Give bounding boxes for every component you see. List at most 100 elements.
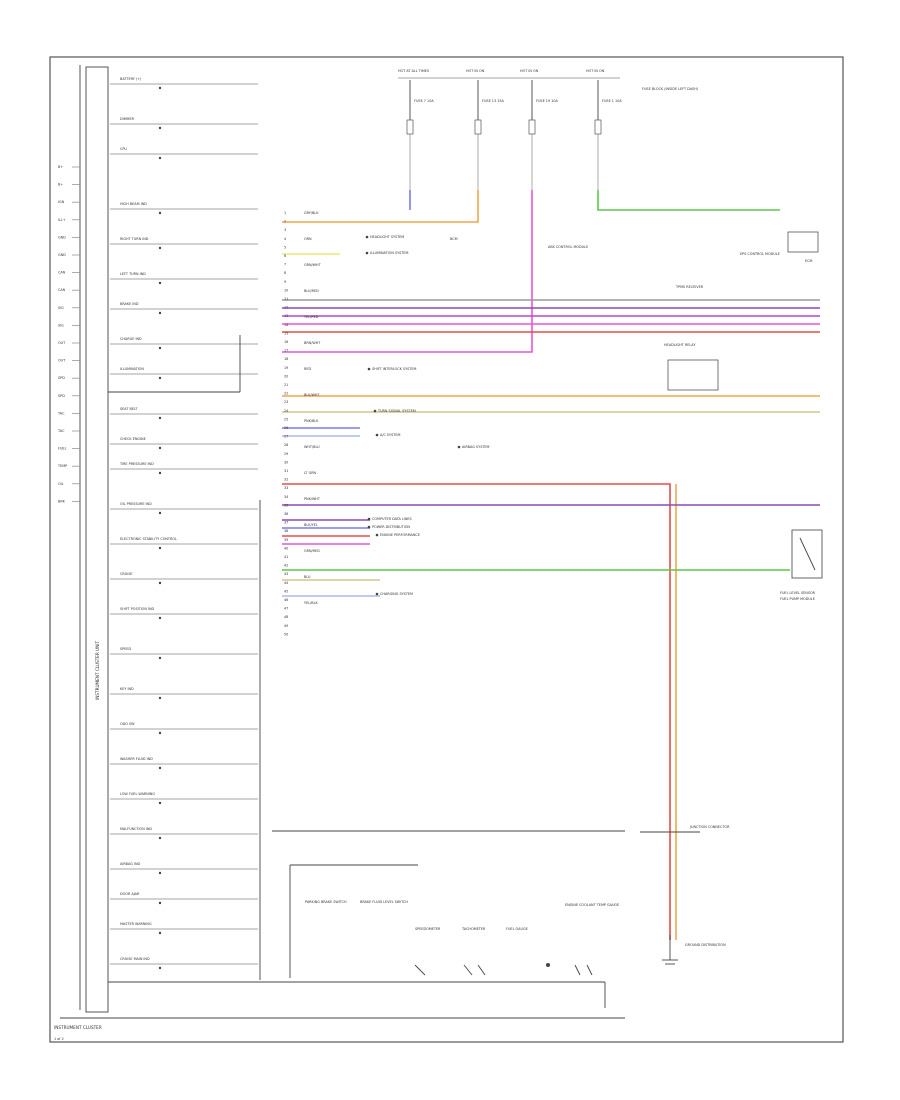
connector-pin-number: 43 <box>284 572 288 576</box>
wire-color-label: PNK/BLK <box>304 419 319 423</box>
destination-node <box>367 517 371 521</box>
wire-color-label: YEL/RED <box>304 315 319 319</box>
cluster-block-node <box>158 966 162 970</box>
connector-pin-number: 21 <box>284 383 288 387</box>
wire-color-label: BLK/WHT <box>304 393 320 397</box>
left-terminal-label: SPD <box>58 394 65 398</box>
fuel-pump-label: FUEL PUMP MODULE <box>780 597 815 601</box>
connector-pin-number: 38 <box>284 529 288 533</box>
cluster-block-label: DIMMER <box>120 117 135 121</box>
cluster-block-node <box>158 416 162 420</box>
relay-label: HEADLIGHT RELAY <box>664 343 696 347</box>
cluster-block-node <box>158 696 162 700</box>
connector-pin-number: 33 <box>284 486 288 490</box>
connector-pin-number: 17 <box>284 349 288 353</box>
connector-pin-number: 44 <box>284 581 288 585</box>
fuse-body <box>528 119 536 135</box>
connector-pin-number: 39 <box>284 538 288 542</box>
destination-node <box>375 592 379 596</box>
destination-node <box>367 525 371 529</box>
lower-switch-b: BRAKE FLUID LEVEL SWITCH <box>360 900 408 904</box>
wire-color-label: WHT/BLU <box>304 445 320 449</box>
junction-label: JUNCTION CONNECTOR <box>689 825 730 829</box>
cluster-block-node <box>158 126 162 130</box>
cluster-block-label: ODO SW <box>120 722 135 726</box>
destination-node <box>373 409 377 413</box>
connector-pin-number: 18 <box>284 357 288 361</box>
cluster-block-label: MALFUNCTION IND <box>120 827 152 831</box>
left-terminal-label: CAN <box>58 288 66 292</box>
cluster-block-label: TIRE PRESSURE IND <box>119 462 154 466</box>
connector-pin-number: 13 <box>284 314 288 318</box>
left-terminal-label: SIG <box>58 306 64 310</box>
bottom-a-label: SPEEDOMETER <box>415 927 441 931</box>
cluster-block-label: BRAKE IND <box>120 302 139 306</box>
junction-connector: JUNCTION CONNECTOR <box>640 825 730 833</box>
cluster-block-label: ILLUMINATION <box>120 367 144 371</box>
bottom-c-label: FUEL GAUGE <box>506 927 528 931</box>
connector-pin-number: 28 <box>284 443 288 447</box>
cluster-block-node <box>158 656 162 660</box>
connector-pin-number: 45 <box>284 589 288 593</box>
left-terminal-label: GND <box>58 235 66 239</box>
fuse-feed-label: HOT AT ALL TIMES <box>398 69 429 73</box>
fuse-feed-label: HOT IN ON <box>466 69 485 73</box>
destination-label: ILLUMINATION SYSTEM <box>370 251 409 255</box>
fuse-body <box>594 119 602 135</box>
connector-pin-number: 12 <box>284 306 288 310</box>
connector-pin-number: 36 <box>284 512 288 516</box>
lower-switch-group: PARKING BRAKE SWITCH BRAKE FLUID LEVEL S… <box>272 830 625 978</box>
cluster-block-node <box>158 246 162 250</box>
bcm-label: BCM <box>450 237 458 241</box>
cluster-block-node <box>158 86 162 90</box>
destination-node <box>375 433 379 437</box>
connector-pin-number: 1 <box>284 211 286 215</box>
cluster-block-label: CPU <box>120 147 127 151</box>
fuse-body <box>406 119 414 135</box>
destination-label: COMPUTER DATA LINES <box>372 517 412 521</box>
connector-pin-number: 41 <box>284 555 288 559</box>
destination-label: HEADLIGHT SYSTEM <box>370 235 404 239</box>
cluster-block-node <box>158 581 162 585</box>
connector-pin-number: 29 <box>284 452 288 456</box>
left-terminal-label: SIG <box>58 323 64 327</box>
cluster-block-node <box>158 376 162 380</box>
left-terminal-label: B+ <box>58 183 63 187</box>
connector-pin-number: 15 <box>284 331 288 335</box>
cluster-unit-label: INSTRUMENT CLUSTER UNIT <box>95 641 100 700</box>
connector-pin-number: 32 <box>284 478 288 482</box>
connector-pin-number: 3 <box>284 228 286 232</box>
fuse-feed-label: HOT IN ON <box>520 69 539 73</box>
cluster-block-node <box>158 616 162 620</box>
ground-label: GROUND DISTRIBUTION <box>685 943 726 947</box>
relay-group: HEADLIGHT RELAY <box>664 343 719 391</box>
cluster-block-label: CRUISE MAIN IND <box>120 957 150 961</box>
connector-pin-number: 11 <box>284 297 288 301</box>
left-terminal-label: OUT <box>58 359 66 363</box>
ground-symbol: GROUND DISTRIBUTION <box>662 935 726 965</box>
cluster-block-label: WASHER FLUID IND <box>120 757 153 761</box>
cluster-block-label: AIRBAG IND <box>120 862 141 866</box>
cluster-block-label: ELECTRONIC STABILITY CONTROL <box>120 537 177 541</box>
cluster-block-node <box>158 546 162 550</box>
fuse-feed-label: HOT IN ON <box>586 69 605 73</box>
left-terminal-label: GND <box>58 253 66 257</box>
footer-title: INSTRUMENT CLUSTER <box>54 1025 102 1030</box>
ecm-label: ECM <box>805 259 813 263</box>
tpms-label: TPMS RECEIVER <box>675 285 704 289</box>
fuse-rating-label: FUSE 7 10A <box>414 99 434 103</box>
wire-color-label: ORN <box>304 237 312 241</box>
connector-pin-number: 24 <box>284 409 288 413</box>
left-terminal-label: CAN <box>58 271 66 275</box>
connector-pin-number: 25 <box>284 417 288 421</box>
fuse-rating-label: FUSE 13 15A <box>482 99 505 103</box>
connector-pin-number: 20 <box>284 374 288 378</box>
bottom-b-label: TACHOMETER <box>461 927 486 931</box>
connector-pin-number: 30 <box>284 460 288 464</box>
cluster-block-node <box>158 901 162 905</box>
cluster-block-node <box>158 801 162 805</box>
cluster-block-label: SHIFT POSITION IND <box>120 607 154 611</box>
connector-pin-number: 2 <box>284 220 286 224</box>
connector-pin-number: 14 <box>284 323 288 327</box>
instrument-cluster-unit: INSTRUMENT CLUSTER UNIT <box>85 66 109 1013</box>
